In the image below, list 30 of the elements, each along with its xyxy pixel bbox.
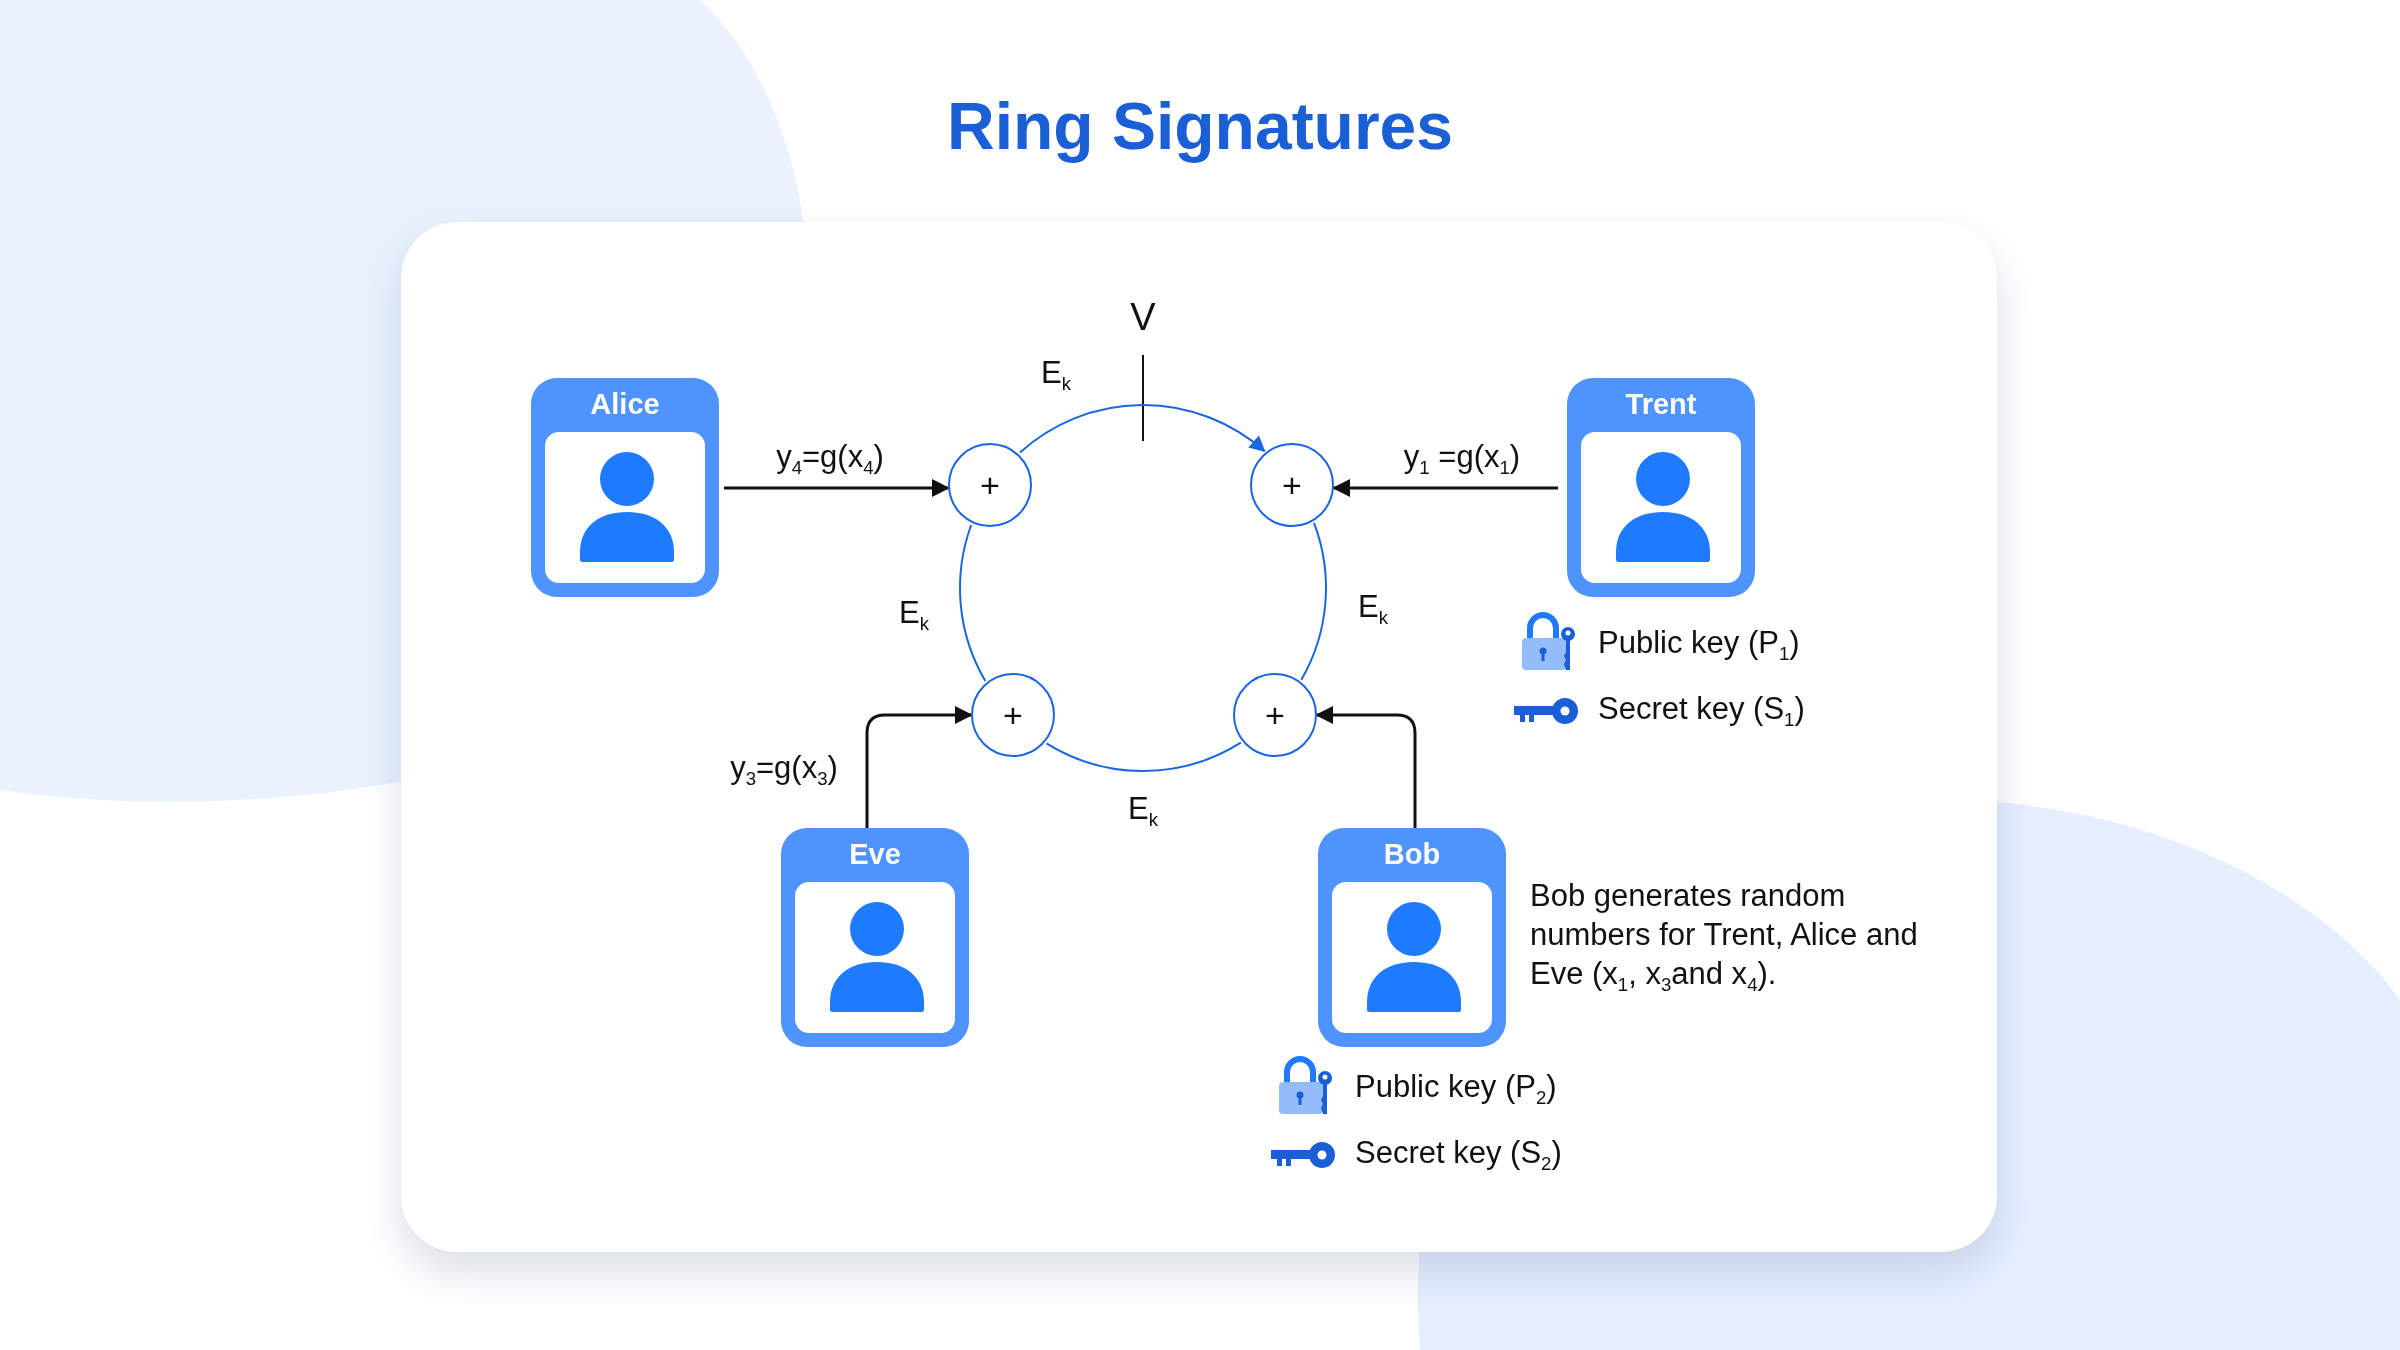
- arrow: [1315, 706, 1417, 828]
- arrow: [865, 706, 973, 828]
- edge-label: E$_{k}$: [1041, 354, 1071, 396]
- person-card: [1318, 828, 1506, 1047]
- name-label: Alice: [589, 388, 661, 421]
- note-text: Bob generates random numbers for Trent, Alice and Eve (x$_{1}$, x$_{3}$and x$_{4}$).: [1530, 877, 1919, 996]
- edge-label: y$_{4}$=g(x$_{4}$): [776, 438, 884, 480]
- edge-label: y$_{1}$ =g(x$_{1}$): [1403, 438, 1521, 480]
- name-label: Eve: [848, 838, 902, 871]
- text-label: V: [1130, 295, 1156, 339]
- title: Ring Signatures: [945, 88, 1455, 164]
- key-caption: Secret key (S$_{1}$): [1598, 690, 1805, 732]
- name-label: Bob: [1382, 838, 1442, 871]
- edge-label: E$_{k}$: [899, 594, 929, 636]
- connector-line: [959, 524, 987, 682]
- person-card: [781, 828, 969, 1047]
- edge-label: E$_{k}$: [1358, 588, 1388, 630]
- connector-line: [1045, 741, 1242, 772]
- name-label: Trent: [1624, 388, 1698, 421]
- arrow: [724, 479, 950, 497]
- key-caption: Secret key (S$_{2}$): [1355, 1134, 1562, 1176]
- arrow: [1332, 479, 1558, 497]
- arrow: [1019, 404, 1266, 454]
- edge-label: E$_{k}$: [1128, 790, 1158, 832]
- connector-line: [1300, 521, 1327, 681]
- key-caption: Public key (P$_{2}$): [1355, 1068, 1557, 1110]
- edge-label: y$_{3}$=g(x$_{3}$): [730, 749, 838, 791]
- key-caption: Public key (P$_{1}$): [1598, 624, 1800, 666]
- person-card: [531, 378, 719, 597]
- person-card: [1567, 378, 1755, 597]
